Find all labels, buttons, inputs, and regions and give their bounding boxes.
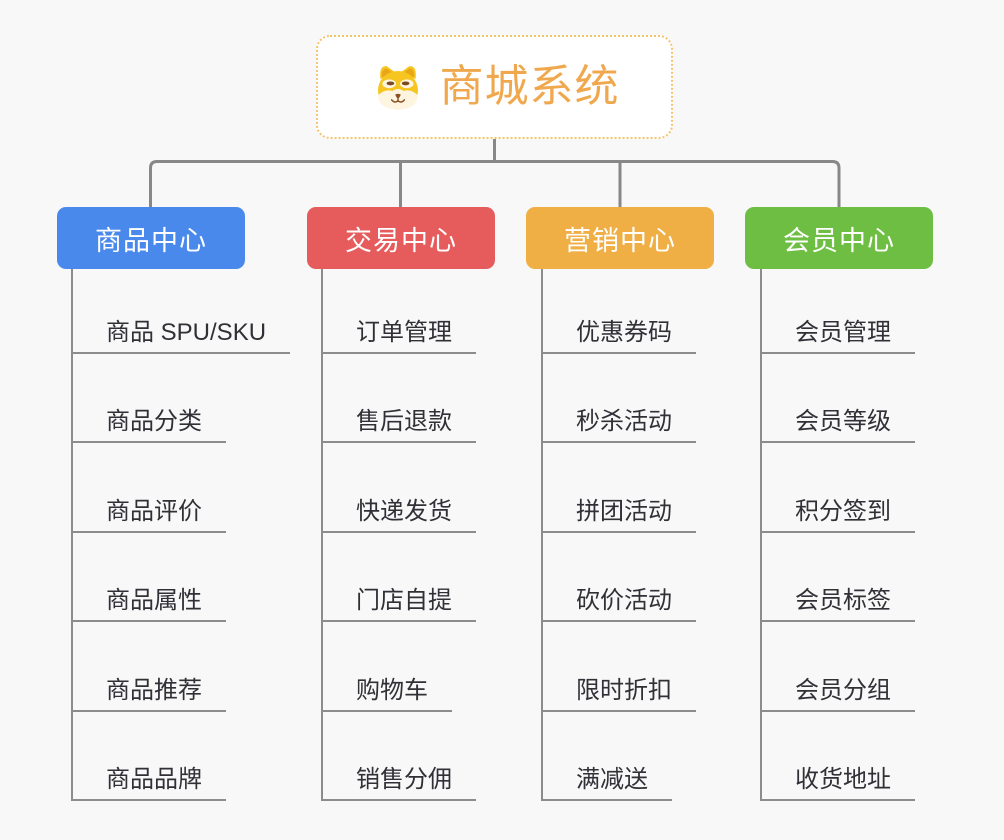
- leaf-topic[interactable]: 商品属性: [73, 589, 226, 623]
- leaf-topic[interactable]: 优惠券码: [543, 321, 696, 354]
- leaf-topic[interactable]: 销售分佣: [323, 767, 476, 801]
- leaf-topic[interactable]: 会员等级: [762, 410, 915, 444]
- leaf-column-product: 商品 SPU/SKU 商品分类 商品评价 商品属性 商品推荐 商品品牌: [71, 269, 291, 801]
- leaf-topic[interactable]: 快递发货: [323, 499, 476, 533]
- root-topic[interactable]: 商城系统: [316, 35, 673, 139]
- leaf-topic[interactable]: 售后退款: [323, 410, 476, 444]
- branch-topic-product-center[interactable]: 商品中心: [57, 207, 245, 269]
- leaf-column-member: 会员管理 会员等级 积分签到 会员标签 会员分组 收货地址: [760, 269, 915, 801]
- branch-topic-trade-center[interactable]: 交易中心: [307, 207, 495, 269]
- leaf-topic[interactable]: 会员分组: [762, 678, 915, 712]
- leaf-topic[interactable]: 限时折扣: [543, 678, 696, 712]
- leaf-topic[interactable]: 会员标签: [762, 589, 915, 623]
- leaf-topic[interactable]: 拼团活动: [543, 499, 696, 533]
- leaf-topic[interactable]: 订单管理: [323, 321, 476, 354]
- branch-topic-marketing-center[interactable]: 营销中心: [526, 207, 714, 269]
- leaf-topic[interactable]: 商品 SPU/SKU: [73, 321, 291, 354]
- leaf-column-trade: 订单管理 售后退款 快递发货 门店自提 购物车 销售分佣: [321, 269, 476, 801]
- branch-topic-label: 商品中心: [95, 225, 207, 256]
- root-topic-label: 商城系统: [439, 62, 620, 111]
- leaf-topic[interactable]: 收货地址: [762, 767, 915, 801]
- leaf-topic[interactable]: 积分签到: [762, 499, 915, 533]
- leaf-topic[interactable]: 秒杀活动: [543, 410, 696, 444]
- leaf-topic[interactable]: 商品分类: [73, 410, 226, 444]
- branch-topic-label: 会员中心: [783, 225, 895, 256]
- leaf-topic[interactable]: 商品评价: [73, 499, 226, 533]
- branch-topic-member-center[interactable]: 会员中心: [745, 207, 933, 269]
- leaf-topic[interactable]: 砍价活动: [543, 589, 696, 623]
- leaf-topic[interactable]: 门店自提: [323, 589, 476, 623]
- branch-topic-label: 营销中心: [564, 225, 676, 256]
- leaf-topic[interactable]: 商品品牌: [73, 767, 226, 801]
- leaf-topic[interactable]: 会员管理: [762, 321, 915, 354]
- dog-face-icon: [370, 61, 426, 113]
- leaf-topic[interactable]: 购物车: [323, 678, 452, 712]
- leaf-topic[interactable]: 满减送: [543, 767, 672, 801]
- leaf-column-marketing: 优惠券码 秒杀活动 拼团活动 砍价活动 限时折扣 满减送: [541, 269, 696, 801]
- branch-topic-label: 交易中心: [345, 225, 457, 256]
- leaf-topic[interactable]: 商品推荐: [73, 678, 226, 712]
